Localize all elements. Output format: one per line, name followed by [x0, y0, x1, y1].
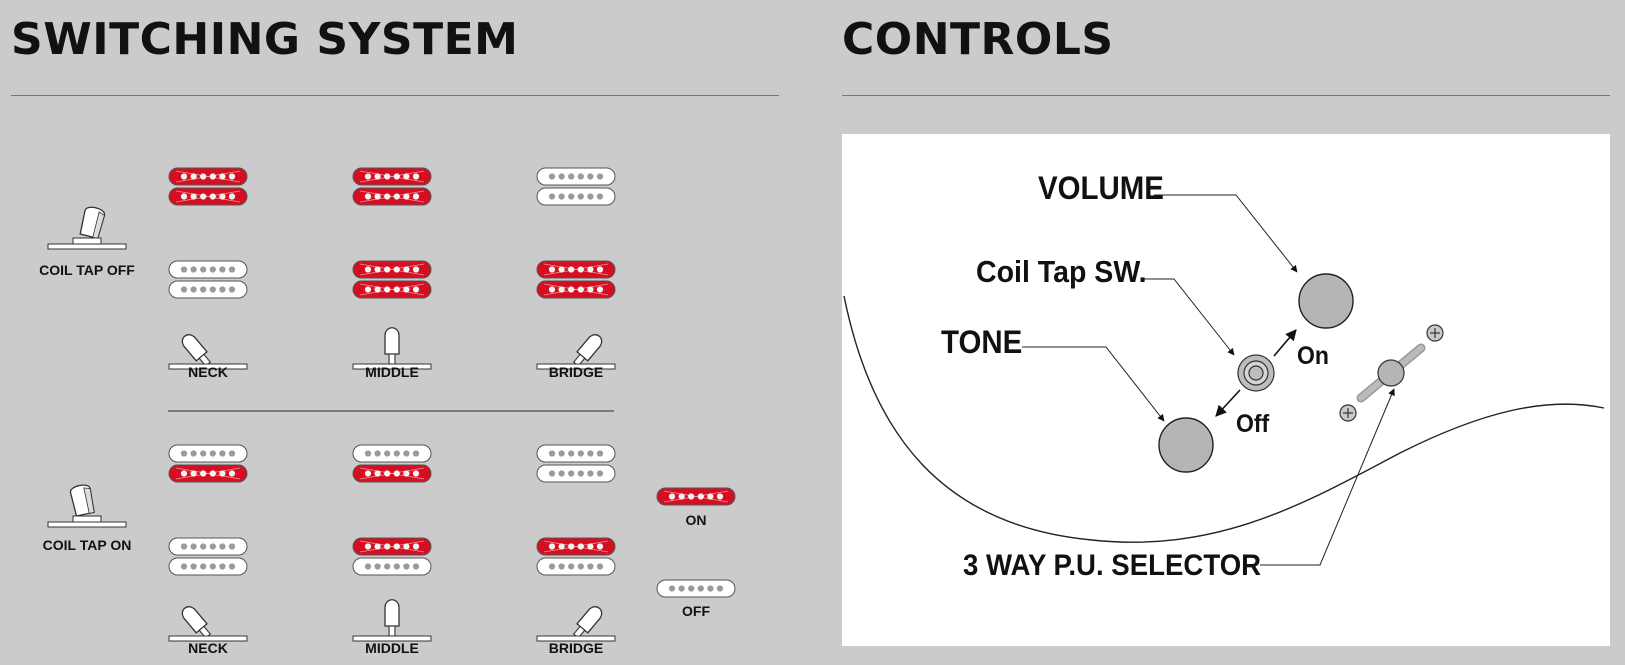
- selector-position-label: MIDDLE: [365, 640, 419, 656]
- tone-leader: [1022, 346, 1165, 422]
- humbucker-pickup-icon: [352, 444, 432, 484]
- selector-position-label: NECK: [188, 364, 228, 380]
- selector-leader: [1260, 388, 1395, 566]
- controls-title: CONTROLS: [842, 14, 1114, 65]
- coil-tap-off-switch-icon: [47, 200, 127, 252]
- selector-lever-icon: [352, 590, 432, 642]
- selector-position-label: MIDDLE: [365, 364, 419, 380]
- guitar-body-outline: [843, 295, 1605, 543]
- group-divider: [168, 410, 614, 412]
- controls-diagram: VOLUME Coil Tap SW. TONE On Off 3 WAY P.…: [842, 134, 1610, 646]
- humbucker-pickup-icon: [168, 537, 248, 577]
- selector-lever-icon: [536, 590, 616, 642]
- humbucker-pickup-icon: [352, 260, 432, 300]
- humbucker-pickup-icon: [168, 167, 248, 207]
- coil-tap-state-label: COIL TAP OFF: [39, 262, 135, 278]
- coil-tap-on-label: On: [1297, 342, 1329, 370]
- humbucker-pickup-icon: [536, 537, 616, 577]
- switching-title-divider: [11, 95, 779, 96]
- selector-position-label: BRIDGE: [548, 364, 604, 380]
- switching-system-title: SWITCHING SYSTEM: [11, 14, 519, 65]
- tone-label: TONE: [941, 324, 1023, 360]
- selector-position-label: BRIDGE: [548, 640, 604, 656]
- humbucker-pickup-icon: [168, 444, 248, 484]
- guitar-body-diagram: [843, 194, 1605, 566]
- legend-on-label: ON: [685, 512, 707, 528]
- volume-leader: [1154, 194, 1298, 273]
- off-arrow: [1215, 389, 1241, 417]
- selector-lever-icon: [536, 318, 616, 370]
- on-arrow: [1273, 329, 1297, 357]
- selector-lever-icon: [168, 318, 248, 370]
- selector-lever-icon: [352, 318, 432, 370]
- humbucker-pickup-icon: [352, 167, 432, 207]
- coil-tap-on-switch-icon: [47, 478, 127, 530]
- coil-tap-leader: [1144, 278, 1235, 356]
- legend-off-coil-icon: [656, 579, 736, 599]
- coil-tap-label: Coil Tap SW.: [976, 254, 1147, 289]
- coil-tap-state-label: COIL TAP ON: [42, 537, 132, 553]
- volume-knob: [1298, 273, 1354, 329]
- volume-label: VOLUME: [1038, 170, 1164, 206]
- humbucker-pickup-icon: [352, 537, 432, 577]
- humbucker-pickup-icon: [168, 260, 248, 300]
- tone-knob: [1158, 417, 1214, 473]
- selector-position-label: NECK: [188, 640, 228, 656]
- selector-label: 3 WAY P.U. SELECTOR: [963, 549, 1262, 582]
- coil-tap-switch: [1237, 354, 1275, 392]
- humbucker-pickup-icon: [536, 444, 616, 484]
- humbucker-pickup-icon: [536, 167, 616, 207]
- coil-tap-off-label: Off: [1236, 410, 1270, 438]
- controls-title-divider: [842, 95, 1610, 96]
- legend-on-coil-icon: [656, 487, 736, 507]
- pickup-selector: [1339, 324, 1444, 422]
- humbucker-pickup-icon: [536, 260, 616, 300]
- legend-off-label: OFF: [682, 603, 710, 619]
- selector-lever-icon: [168, 590, 248, 642]
